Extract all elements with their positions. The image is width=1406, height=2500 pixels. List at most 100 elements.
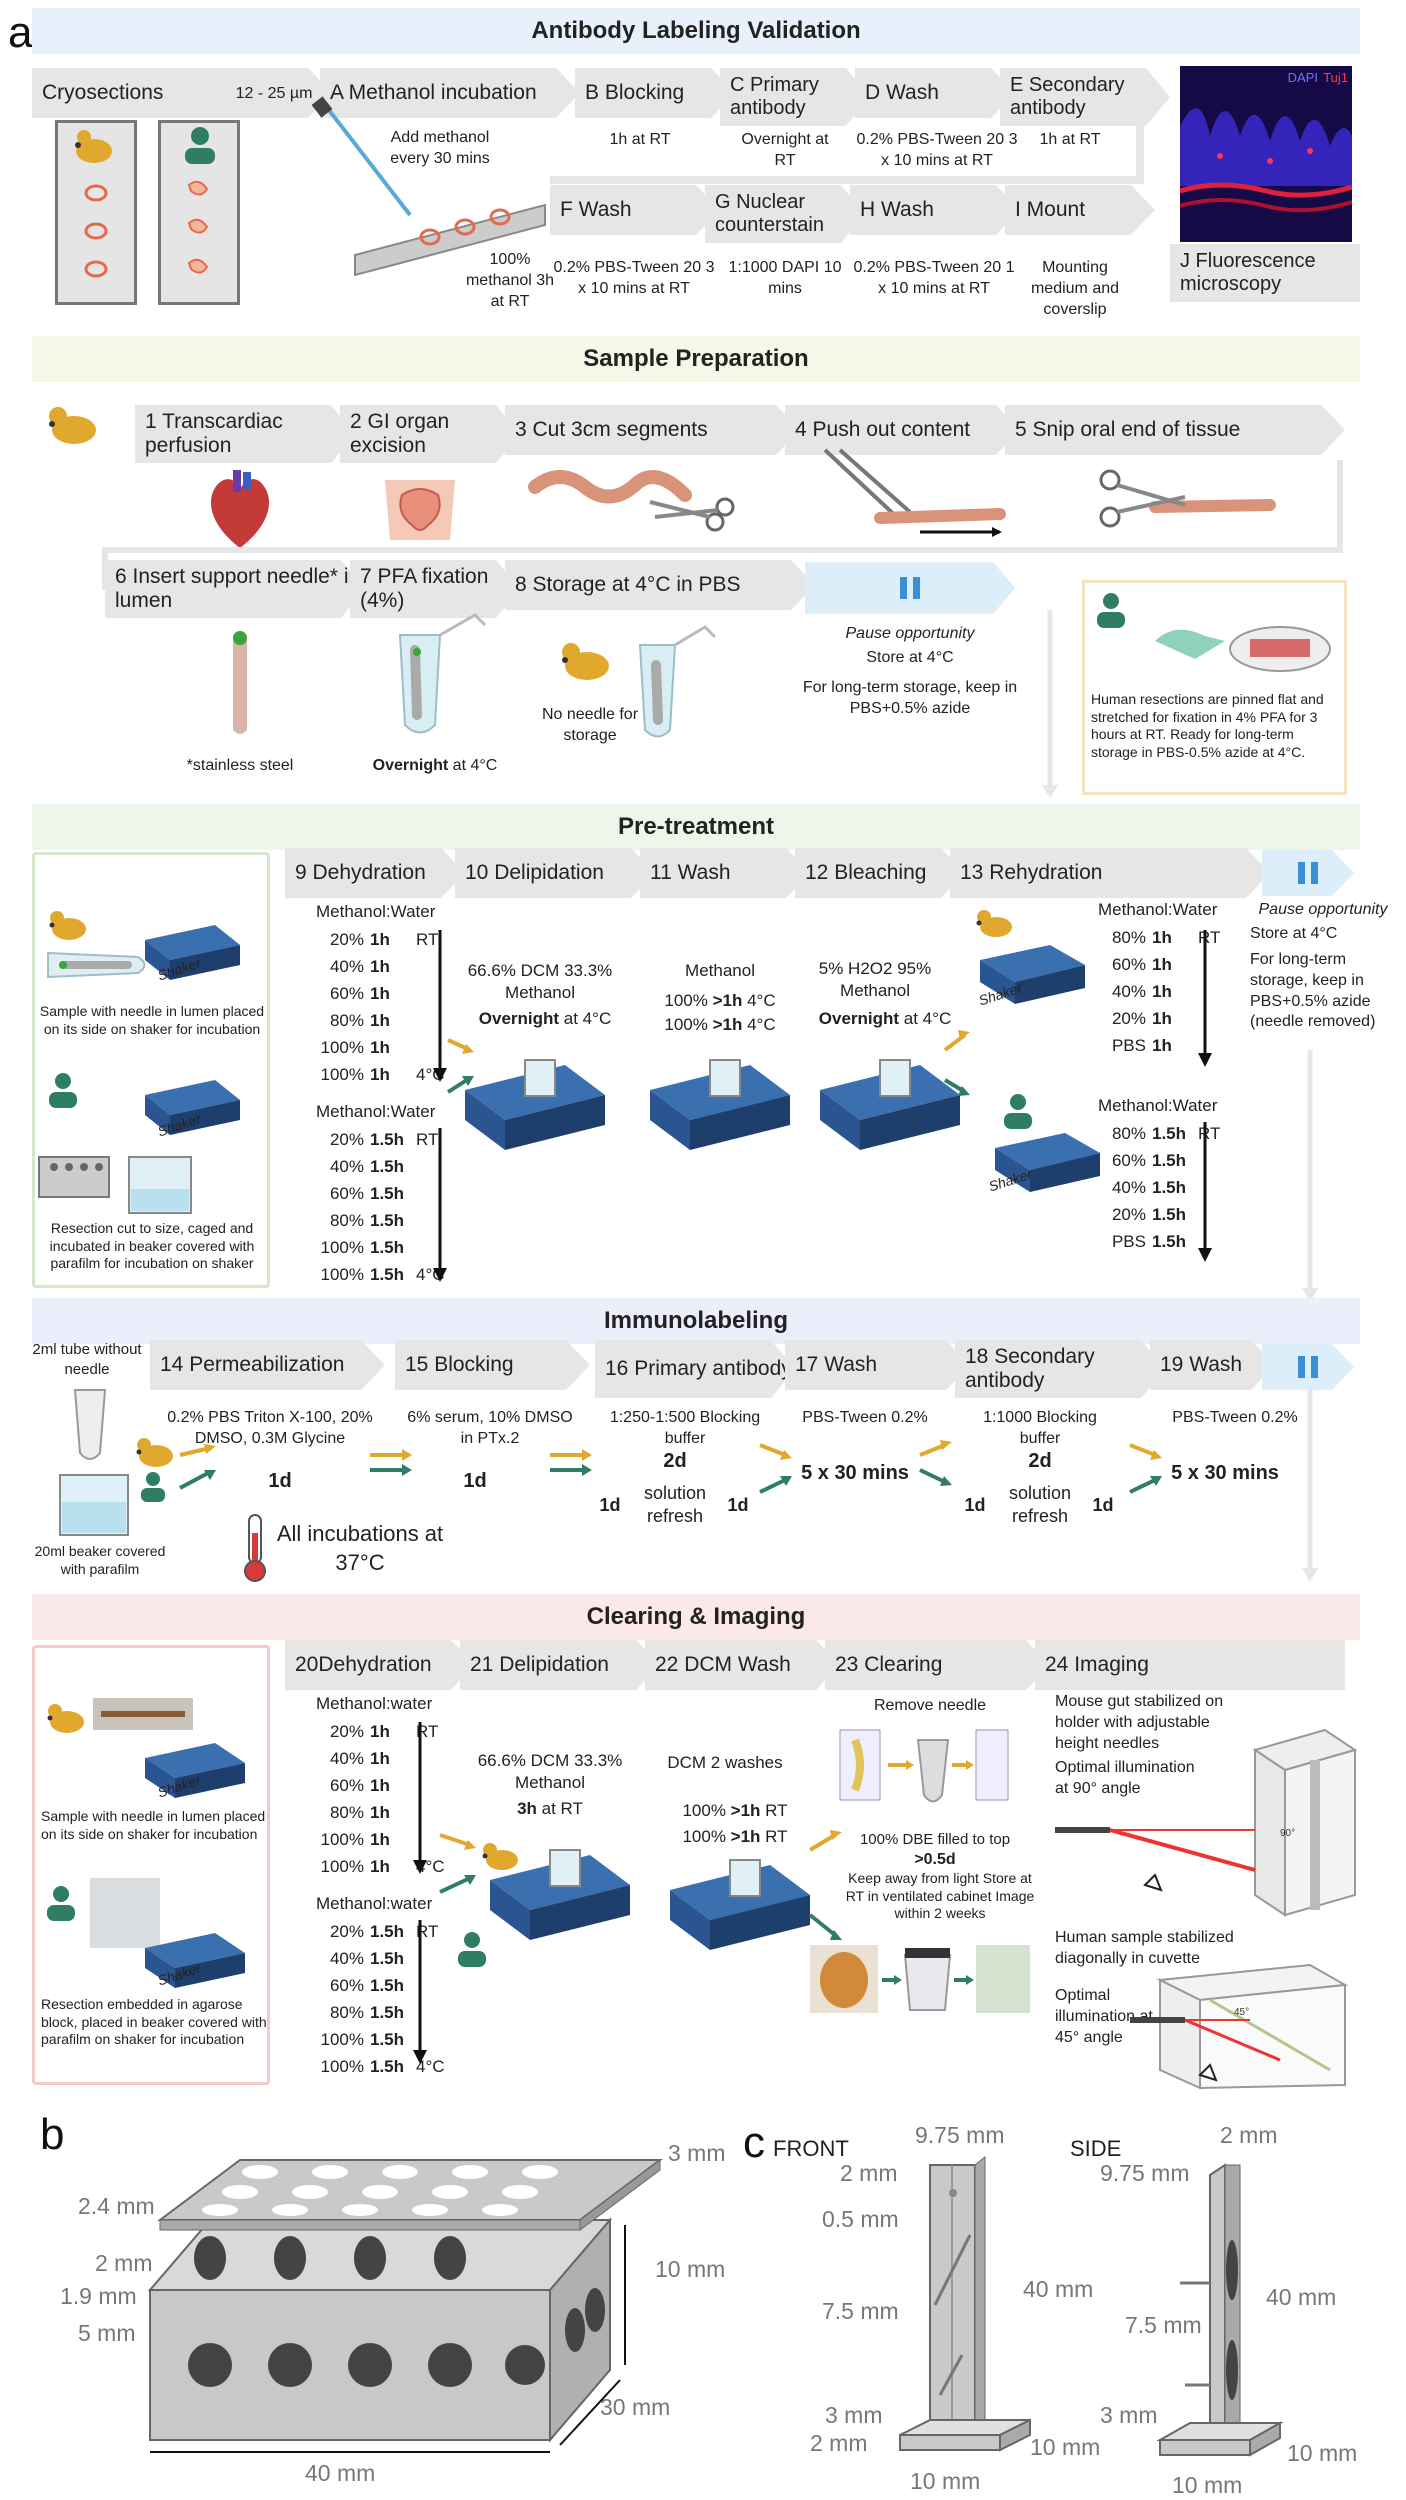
dehyd-human-row: 80%1.5h — [318, 1207, 445, 1234]
delip-time-rest: at 4°C — [559, 1009, 612, 1028]
rehyd-human-time: 1.5h — [1152, 1124, 1187, 1143]
clr-dehyd-mouse-percent: 80% — [329, 1803, 364, 1822]
connector-row1-row2 — [550, 100, 1144, 184]
tube-note: 2ml tube without needle — [32, 1341, 142, 1378]
pfa-tube-illustration — [398, 613, 487, 734]
note-i: Mounting medium and coverslip — [1030, 259, 1120, 318]
slide-human — [158, 120, 240, 305]
shaker-icon — [145, 925, 240, 980]
angle-45-label: 45° — [1234, 2007, 1249, 2018]
step-c-primary: C Primary antibody — [720, 68, 870, 126]
rehyd-human-percent: 40% — [1111, 1178, 1146, 1197]
imaging-note-1: Mouse gut stabilized on holder with adju… — [1055, 1693, 1224, 1752]
pfa-overnight-rest: at 4°C — [448, 757, 498, 774]
clr-dehyd-mouse-condition: RT — [416, 1722, 439, 1741]
note-e: 1h at RT — [1039, 131, 1101, 148]
section-title-immuno: Immunolabeling — [32, 1298, 1360, 1344]
dehyd-mouse-time: 1h — [370, 1038, 390, 1057]
clr-dehyd-mouse-time: 1h — [370, 1776, 390, 1795]
cut-segments-illustration — [528, 470, 735, 532]
wash1-pre: 100% — [664, 991, 713, 1010]
block-note: 6% serum, 10% DMSO in PTx.2 — [407, 1409, 573, 1447]
rehyd-mouse-percent: 40% — [1111, 982, 1146, 1001]
dehyd-mouse-percent: 40% — [329, 957, 364, 976]
step-7: 7 PFA fixation (4%) — [350, 560, 520, 618]
beaker-note: 20ml beaker covered with parafilm — [34, 1543, 166, 1578]
dehyd-human-time: 1.5h — [370, 1130, 405, 1149]
dehyd-human-percent: 100% — [320, 1238, 364, 1257]
bleach-note: 5% H2O2 95% Methanol — [818, 959, 932, 1001]
remove-needle-note: Remove needle — [873, 1697, 987, 1714]
shaker-clearing-1 — [145, 1743, 245, 1798]
step-1: 1 Transcardiac perfusion — [135, 405, 355, 463]
wash-time-19: 5 x 30 mins — [1171, 1462, 1279, 1484]
step-6: 6 Insert support needle* in lumen — [105, 560, 365, 618]
clr-dehyd-mouse-percent: 100% — [320, 1857, 364, 1876]
imaging-note-2: Optimal illumination at 90° angle — [1055, 1759, 1195, 1797]
dbe-time: >0.5d — [914, 1851, 956, 1868]
clr-dehyd-human-time: 1.5h — [370, 2057, 405, 2076]
primary-refresh: solution refresh — [643, 1483, 707, 1527]
front-holder-illustration — [899, 2155, 1031, 2452]
shaker-wash — [650, 1059, 790, 1150]
step-17: 17 Wash — [785, 1340, 970, 1390]
clr-dehyd-mouse-time: 1h — [370, 1722, 390, 1741]
clr-dehyd-mouse-row: 40%1h — [318, 1745, 445, 1772]
secondary-refresh-d1a: 1d — [964, 1495, 986, 1515]
dcm1-post: RT — [760, 1801, 788, 1820]
clr-dehyd-arrows — [413, 1722, 427, 2064]
dcm1-bold: >1h — [730, 1801, 761, 1820]
rehyd-arrows — [1198, 930, 1212, 1262]
dehyd-human-percent: 60% — [329, 1184, 364, 1203]
dapi-label: DAPI — [1287, 70, 1318, 85]
mouse-icon-clr-delip — [482, 1843, 518, 1870]
front-label: FRONT — [773, 2136, 849, 2161]
primary-time: 2d — [663, 1450, 687, 1472]
tuj1-label: Tuj1 — [1323, 70, 1348, 85]
rehyd-human-header: Methanol:Water — [1098, 1096, 1218, 1115]
dehyd-human-percent: 20% — [329, 1130, 364, 1149]
note-c: Overnight at RT — [741, 131, 829, 169]
note-f: 0.2% PBS-Tween 20 3 x 10 mins at RT — [553, 259, 715, 297]
dehyd-mouse-condition — [408, 1011, 416, 1030]
wash2-post: 4°C — [742, 1015, 776, 1034]
bleach-time-rest: at 4°C — [899, 1009, 952, 1028]
wash-time-17: 5 x 30 mins — [801, 1462, 909, 1484]
dcm2-post: RT — [760, 1827, 788, 1846]
clearing-resection-note: Resection embedded in agarose block, pla… — [41, 1996, 267, 2047]
section-title-sample-prep: Sample Preparation — [32, 336, 1360, 382]
dehyd-mouse-percent: 100% — [320, 1038, 364, 1057]
human-icon-resection — [1097, 593, 1125, 628]
clr-dehyd-human-time: 1.5h — [370, 2030, 405, 2049]
rehyd-mouse-time: 1h — [1152, 955, 1172, 974]
needle-gut-photo — [93, 1698, 193, 1730]
dim-c-40-front: 40 mm — [1023, 2276, 1094, 2302]
clr-dehyd-human-percent: 60% — [329, 1976, 364, 1995]
rehyd-human-percent: 80% — [1111, 1124, 1146, 1143]
dim-b-30mm: 30 mm — [600, 2394, 671, 2420]
dim-c-975-front: 9.75 mm — [915, 2122, 1005, 2148]
dehyd-human-header: Methanol:Water — [316, 1102, 436, 1121]
clr-dehyd-human-row: 100%1.5h — [318, 2026, 445, 2053]
delip-note: 66.6% DCM 33.3% Methanol — [467, 961, 613, 1003]
panel-label-a: a — [8, 8, 33, 57]
clr-dehyd-human-percent: 100% — [320, 2057, 364, 2076]
pipette-slide-illustration — [311, 96, 546, 277]
step-4: 4 Push out content — [785, 405, 1020, 455]
shaker-rehyd-human — [995, 1133, 1100, 1192]
immuno-pause-down-line — [1302, 1390, 1318, 1582]
pause-long-pretreat: For long-term storage, keep in PBS+0.5% … — [1250, 951, 1376, 1031]
clr-dehyd-human-condition: RT — [416, 1922, 439, 1941]
step-8: 8 Storage at 4°C in PBS — [505, 560, 815, 610]
wash1-post: 4°C — [742, 991, 776, 1010]
wash-note-17: PBS-Tween 0.2% — [802, 1409, 928, 1426]
keep-note: Keep away from light Store at RT in vent… — [845, 1870, 1035, 1921]
human-resection-box: Human resections are pinned flat and str… — [1082, 580, 1347, 795]
note-a2: 100% methanol 3h at RT — [465, 251, 555, 310]
dehyd-human-time: 1.5h — [370, 1211, 405, 1230]
